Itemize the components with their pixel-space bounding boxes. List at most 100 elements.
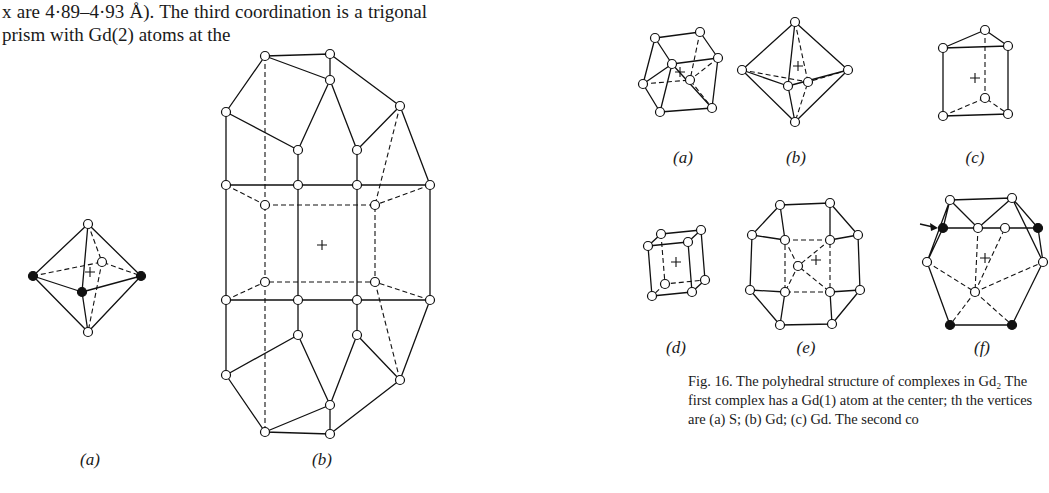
octahedron-figure — [29, 220, 146, 337]
atom-vertex — [648, 292, 657, 301]
atom-vertex — [371, 201, 380, 210]
atom-vertex — [396, 102, 405, 111]
panel-letter: (e) — [797, 338, 816, 358]
panel-letter: (c) — [966, 148, 985, 168]
atom-vertex — [84, 328, 93, 337]
atom-vertex — [651, 34, 660, 43]
polyhedron-figure-line — [811, 255, 821, 265]
panel-letter: (a) — [80, 450, 100, 470]
atom-vertex — [923, 258, 932, 267]
atom-vertex — [326, 430, 335, 439]
atom-vertex — [828, 320, 837, 329]
octahedron-figure-line — [742, 22, 848, 122]
atom-vertex — [686, 76, 695, 85]
atom-vertex — [784, 82, 793, 91]
atom-vertex — [78, 288, 87, 297]
octahedron-figure — [738, 18, 853, 127]
atom-vertex — [697, 226, 706, 235]
antiprism-figure-line — [643, 32, 718, 108]
large-polyhedron-figure-line — [226, 56, 430, 432]
polyhedron-figure-line — [930, 223, 938, 231]
antiprism-figure — [639, 28, 723, 117]
atom-vertex — [657, 230, 666, 239]
atom-vertex — [294, 146, 303, 155]
panel-letter: (a) — [673, 148, 693, 168]
atom-vertex — [826, 288, 835, 297]
atom-vertex — [222, 371, 231, 380]
atom-vertex — [661, 280, 670, 289]
trigonal-prism-figure-line — [970, 73, 980, 83]
atom-vertex — [353, 146, 362, 155]
atom-vertex — [426, 296, 435, 305]
atom-vertex — [946, 196, 955, 205]
antiprism-figure-line — [675, 67, 685, 77]
cube-figure-line — [671, 257, 681, 267]
atom-vertex — [222, 296, 231, 305]
atom-vertex — [974, 224, 983, 233]
atom-vertex — [746, 286, 755, 295]
atom-vertex — [781, 236, 790, 245]
atom-vertex — [222, 181, 231, 190]
atom-vertex — [639, 80, 648, 89]
octahedron-figure-line — [33, 224, 141, 332]
large-polyhedron-figure-line — [226, 54, 430, 434]
trigonal-prism-figure-line — [943, 30, 1008, 116]
atom-vertex — [261, 52, 270, 61]
atom-vertex — [294, 331, 303, 340]
atom-vertex — [791, 18, 800, 27]
atom-vertex — [84, 220, 93, 229]
figure-caption: Fig. 16. The polyhedral structure of com… — [688, 372, 1042, 429]
atom-vertex — [748, 231, 757, 240]
atom-vertex — [137, 272, 146, 281]
atom-vertex — [261, 428, 270, 437]
atom-vertex — [98, 258, 107, 267]
polyhedron-figure — [920, 194, 1048, 330]
cube-figure-line — [652, 234, 705, 296]
atom-vertex — [1008, 321, 1017, 330]
octahedron-figure-line — [85, 267, 95, 277]
large-polyhedron-figure — [222, 50, 435, 439]
atom-vertex — [696, 28, 705, 37]
panel-letter: (b) — [786, 148, 806, 168]
atom-vertex — [1008, 194, 1017, 203]
atom-vertex — [738, 66, 747, 75]
polyhedron-figure — [746, 199, 865, 330]
atom-vertex — [1001, 224, 1010, 233]
atom-vertex — [222, 108, 231, 117]
trigonal-prism-figure — [939, 26, 1013, 121]
atom-vertex — [668, 60, 677, 69]
atom-vertex — [326, 50, 335, 59]
atom-vertex — [261, 278, 270, 287]
atom-vertex — [971, 288, 980, 297]
atom-vertex — [844, 66, 853, 75]
cube-figure-line — [648, 230, 705, 296]
atom-vertex — [294, 296, 303, 305]
panel-letter: (f) — [974, 338, 990, 358]
atom-vertex — [1034, 224, 1043, 233]
octahedron-figure-line — [793, 61, 803, 71]
cube-figure — [644, 226, 710, 301]
antiprism-figure-line — [643, 32, 718, 112]
large-polyhedron-figure-line — [317, 240, 327, 250]
atom-vertex — [644, 242, 653, 251]
body-text: x are 4·89–4·93 Å). The third coordinati… — [2, 0, 427, 46]
atom-vertex — [939, 224, 948, 233]
atom-vertex — [261, 201, 270, 210]
atom-vertex — [776, 201, 785, 210]
atom-vertex — [826, 199, 835, 208]
atom-vertex — [1004, 42, 1013, 51]
atom-vertex — [826, 236, 835, 245]
atom-vertex — [981, 26, 990, 35]
panel-letter: (b) — [312, 450, 332, 470]
atom-vertex — [353, 331, 362, 340]
atom-vertex — [326, 401, 335, 410]
atom-vertex — [426, 181, 435, 190]
atom-vertex — [794, 262, 803, 271]
polyhedron-figure-line — [750, 203, 860, 325]
polyhedron-figure-line — [980, 253, 990, 263]
atom-vertex — [1004, 110, 1013, 119]
atom-vertex — [701, 276, 710, 285]
atom-vertex — [1039, 258, 1048, 267]
atom-vertex — [294, 181, 303, 190]
atom-vertex — [781, 288, 790, 297]
